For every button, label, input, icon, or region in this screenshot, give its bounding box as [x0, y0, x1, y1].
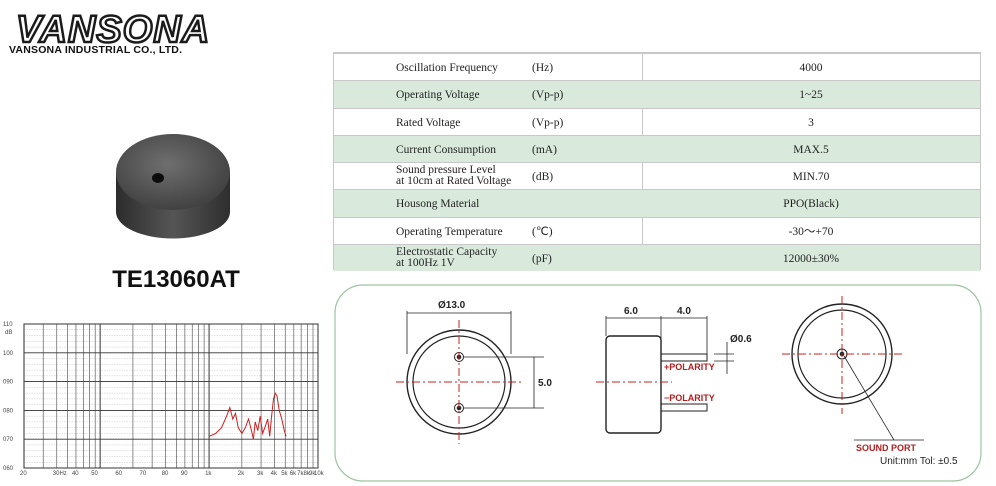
spec-name: Current Consumption [396, 144, 496, 156]
spec-row: Operating Voltage (Vp-p) 1~25 [334, 80, 980, 108]
x-tick-label: 4k [271, 471, 278, 477]
spec-value: 12000±30% [782, 252, 840, 265]
x-tick-label: 60 [115, 471, 122, 477]
spec-name-line: Current Consumption [396, 143, 496, 156]
x-tick-label: 6k [290, 471, 297, 477]
x-tick-label: 90 [181, 471, 188, 477]
pin-spacing-label: 5.0 [538, 378, 552, 389]
x-tick-label: 20 [20, 471, 27, 477]
spec-value: 3 [808, 116, 814, 129]
x-tick-label: 8k [303, 471, 310, 477]
pin-length-label: 4.0 [677, 306, 691, 317]
spec-row: Current Consumption (mA) MAX.5 [334, 134, 980, 162]
plot-area [23, 323, 319, 469]
minus-polarity-label: −POLARITY [664, 393, 715, 403]
brand-logo: VANSONA [8, 6, 211, 66]
top-view [396, 311, 544, 444]
spec-value: MIN.70 [792, 171, 830, 183]
x-tick-label: 80 [162, 471, 169, 477]
x-tick-label: 70 [139, 471, 146, 477]
pin-diameter-label: Ø0.6 [730, 334, 752, 345]
spec-name: Operating Temperature [396, 226, 503, 238]
logo-wordmark: VANSONA [15, 9, 211, 52]
company-name: VANSONA INDUSTRIAL CO., LTD. [9, 44, 183, 56]
spec-name-line: Operating Temperature [396, 225, 503, 238]
spec-name: Rated Voltage [396, 117, 460, 129]
diameter-label: Ø13.0 [438, 300, 466, 311]
y-tick-label: 090 [3, 380, 14, 386]
x-tick-label: 2k [238, 471, 245, 477]
x-tick-label: 7k [297, 471, 304, 477]
x-tick-label: 3k [257, 471, 264, 477]
spec-unit: (Vp-p) [532, 89, 564, 102]
spec-unit: (mA) [532, 143, 557, 156]
spec-value: -30～+70 [788, 225, 834, 238]
spec-name-line: Operating Voltage [396, 89, 480, 102]
dimension-drawing: Ø13.0 5.0 6.0 4.0 Ø0.6 +POLARITY −POLARI… [334, 284, 982, 482]
y-tick-label: 100 [3, 351, 14, 357]
x-tick-label: 10k [314, 471, 325, 477]
spec-row: Rated Voltage (Vp-p) 3 [334, 107, 980, 135]
x-tick-label: 40 [72, 471, 79, 477]
y-tick-label: 080 [3, 408, 14, 414]
x-tick-label: 1k [205, 471, 212, 477]
bottom-view [782, 296, 924, 441]
spec-unit: (℃) [532, 225, 553, 238]
spec-unit: (pF) [532, 252, 552, 265]
sound-port-label: SOUND PORT [856, 443, 917, 453]
y-axis-label: dB [5, 330, 12, 336]
spec-name-line: Sound pressure Level [396, 164, 496, 176]
y-tick-label: 060 [3, 466, 14, 472]
spec-name-line: Oscillation Frequency [396, 62, 498, 74]
model-number: TE13060AT [112, 266, 240, 293]
spec-unit: (dB) [532, 171, 554, 183]
y-tick-label: 070 [3, 437, 14, 443]
spec-name-line: Rated Voltage [396, 116, 461, 129]
spec-row: Operating Temperature (℃) -30～+70 [334, 216, 980, 244]
spec-unit: (Hz) [532, 62, 554, 74]
spec-row: Oscillation Frequency (Hz) 4000 [334, 53, 980, 80]
x-tick-label: 9k [309, 471, 316, 477]
spec-name-line: Electrostatic Capacity [396, 245, 498, 258]
unit-tolerance-note: Unit:mm Tol: ±0.5 [880, 456, 958, 467]
response-curve-line [208, 391, 287, 440]
x-tick-label: 50 [91, 471, 98, 477]
spec-name: Housong Material [396, 198, 479, 210]
height-label: 6.0 [624, 306, 638, 317]
x-tick-label: 30Hz [53, 471, 67, 477]
frequency-response-chart: 110 100 090 080 070 060 dB 20 30Hz 40 50 60 70 80 90 1k… [3, 322, 325, 477]
spec-name-line: Housong Material [396, 198, 480, 211]
spec-name: Operating Voltage [396, 89, 480, 101]
drawing-frame [334, 284, 982, 482]
spec-row: Housong Material PPO(Black) [334, 189, 980, 217]
spec-name-line: at 10cm at Rated Voltage [396, 175, 512, 187]
spec-value: PPO(Black) [783, 198, 839, 211]
buzzer-photo-icon [116, 134, 230, 239]
side-view [596, 316, 734, 434]
spec-unit: (Vp-p) [532, 116, 564, 129]
y-tick-label: 110 [3, 322, 13, 328]
plus-polarity-label: +POLARITY [664, 362, 715, 372]
x-tick-label: 5k [281, 471, 288, 477]
spec-name: Oscillation Frequency [396, 62, 498, 74]
spec-value: MAX.5 [793, 143, 829, 156]
spec-value: 4000 [799, 62, 823, 74]
spec-name-line: at 100Hz 1V [396, 256, 455, 269]
spec-value: 1~25 [799, 89, 823, 102]
